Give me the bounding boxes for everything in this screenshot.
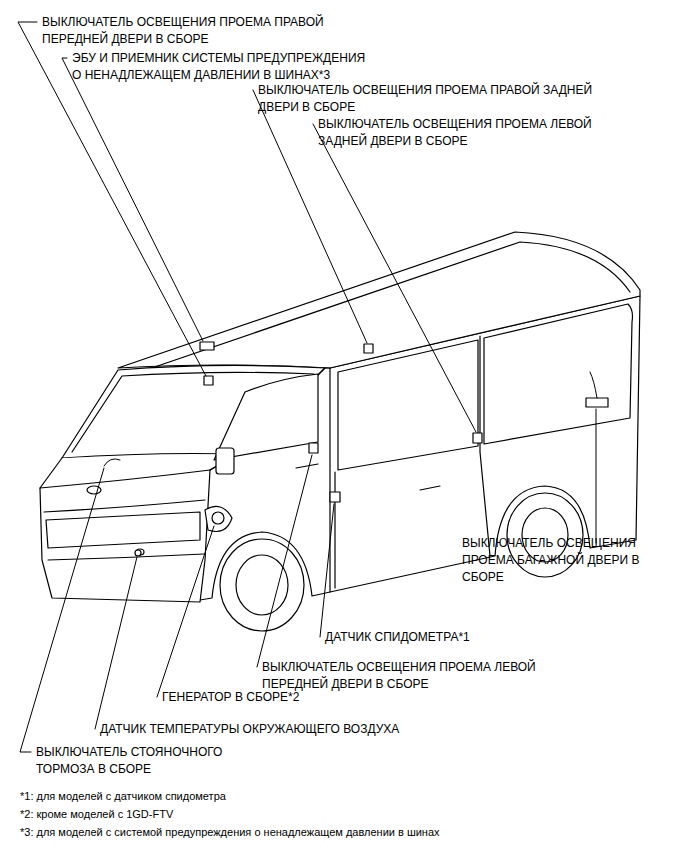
part-label: ДАТЧИК ТЕМПЕРАТУРЫ ОКРУЖАЮЩЕГО ВОЗДУХА	[100, 721, 399, 738]
footnote: *1: для моделей с датчиком спидометра	[20, 788, 226, 805]
part-label: ВЫКЛЮЧАТЕЛЬ ОСВЕЩЕНИЯ ПРОЕМА БАГАЖНОЙ ДВ…	[462, 535, 644, 586]
footnote: *2: кроме моделей с 1GD-FTV	[20, 806, 173, 823]
part-label: ВЫКЛЮЧАТЕЛЬ СТОЯНОЧНОГО ТОРМОЗА В СБОРЕ	[36, 744, 256, 778]
part-label: ВЫКЛЮЧАТЕЛЬ ОСВЕЩЕНИЯ ПРОЕМА ПРАВОЙ ПЕРЕ…	[42, 14, 342, 48]
part-label: ДАТЧИК СПИДОМЕТРА*1	[325, 629, 470, 646]
part-label: ВЫКЛЮЧАТЕЛЬ ОСВЕЩЕНИЯ ПРОЕМА ЛЕВОЙ ЗАДНЕ…	[318, 116, 608, 150]
part-label: ГЕНЕРАТОР В СБОРЕ*2	[162, 689, 299, 706]
part-label: ВЫКЛЮЧАТЕЛЬ ОСВЕЩЕНИЯ ПРОЕМА ЛЕВОЙ ПЕРЕД…	[262, 659, 562, 693]
part-label: ЭБУ И ПРИЕМНИК СИСТЕМЫ ПРЕДУПРЕЖДЕНИЯ О …	[72, 50, 377, 84]
part-label: ВЫКЛЮЧАТЕЛЬ ОСВЕЩЕНИЯ ПРОЕМА ПРАВОЙ ЗАДН…	[258, 82, 618, 116]
footnote: *3: для моделей с системой предупреждени…	[20, 824, 440, 841]
